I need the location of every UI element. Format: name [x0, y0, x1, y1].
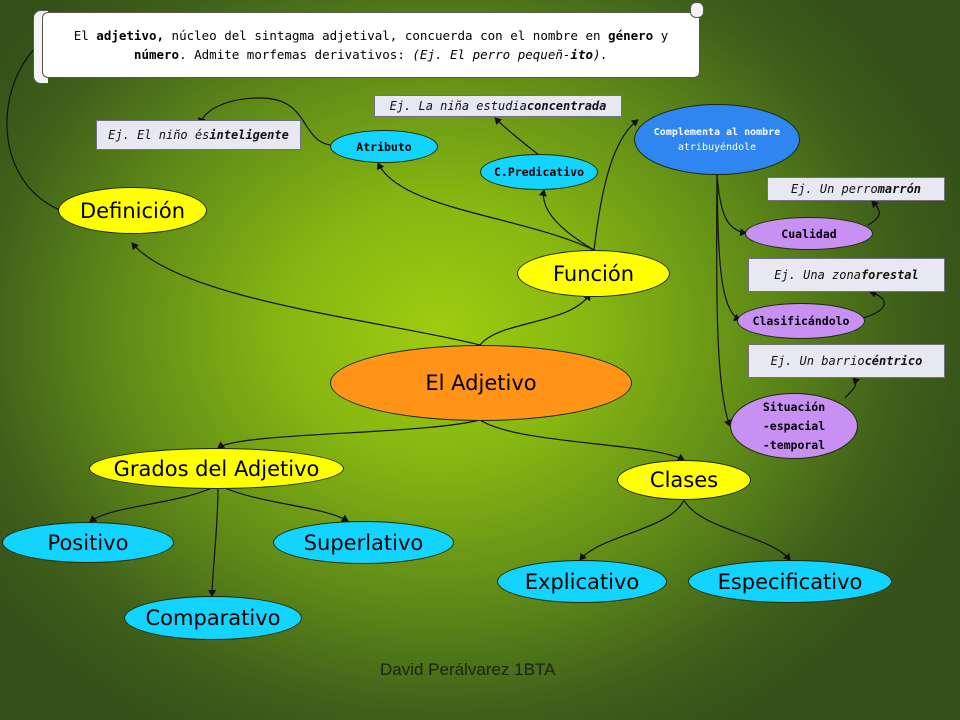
node-especificativo: Especificativo — [688, 560, 892, 603]
edge-complementa-situacion — [716, 174, 732, 427]
example-marron: Ej. Un perro marrón — [767, 177, 945, 201]
definition-line-2: número. Admite morfemas derivativos: (Ej… — [133, 47, 609, 62]
node-comparativo: Comparativo — [124, 596, 302, 640]
node-clases: Clases — [617, 460, 751, 500]
node-explicativo: Explicativo — [497, 560, 667, 603]
edge-center-definicion — [131, 242, 481, 346]
example-concentrada: Ej. La niña estudia concentrada — [374, 95, 622, 117]
edge-predicativo-ex — [494, 117, 541, 157]
scroll-curl-right — [690, 2, 704, 18]
edge-funcion-complementa — [593, 119, 639, 251]
edge-complementa-cualidad — [716, 174, 747, 237]
edge-definicion-scroll — [6, 41, 61, 211]
edge-grados-positivo — [89, 484, 219, 523]
example-forestal: Ej. Una zona forestal — [748, 258, 945, 292]
edge-center-clases — [479, 419, 685, 461]
edge-grados-comparativo — [208, 484, 219, 597]
edge-cualidad-ex — [867, 200, 880, 226]
edge-complementa-clasificandolo — [716, 174, 741, 321]
example-inteligente: Ej. El niño és inteligente — [96, 120, 301, 150]
edge-clasificandolo-ex — [862, 289, 885, 319]
node-atributo: Atributo — [330, 130, 438, 163]
node-definicion: Definición — [58, 187, 207, 234]
edge-situacion-ex — [844, 377, 861, 399]
edge-clases-explicativo — [579, 499, 685, 561]
edge-funcion-predicativo — [538, 189, 595, 251]
node-predicativo: C.Predicativo — [480, 154, 598, 190]
edge-atributo-ex — [197, 97, 331, 146]
node-el-adjetivo: El Adjetivo — [330, 345, 632, 421]
edge-clases-especificativo — [683, 499, 791, 561]
node-funcion: Función — [517, 250, 670, 297]
footer-author: David Perálvarez 1BTA — [380, 660, 556, 679]
node-complementa: Complementa al nombre atribuyéndole — [634, 104, 800, 175]
definition-scroll: El adjetivo, núcleo del sintagma adjetiv… — [42, 12, 700, 78]
edge-grados-superlativo — [217, 484, 349, 522]
node-superlativo: Superlativo — [273, 521, 454, 564]
node-cualidad: Cualidad — [745, 217, 873, 250]
edge-funcion-atributo — [376, 162, 595, 251]
node-positivo: Positivo — [2, 522, 174, 563]
example-centrico: Ej. Un barrio céntrico — [748, 344, 945, 378]
edge-center-grados — [217, 419, 481, 449]
definition-line-1: El adjetivo, núcleo del sintagma adjetiv… — [73, 28, 669, 43]
node-clasificandolo: Clasificándolo — [737, 303, 865, 339]
node-situacion: Situación -espacial -temporal — [730, 393, 858, 459]
edge-center-funcion — [479, 293, 591, 346]
node-grados: Grados del Adjetivo — [89, 448, 344, 489]
